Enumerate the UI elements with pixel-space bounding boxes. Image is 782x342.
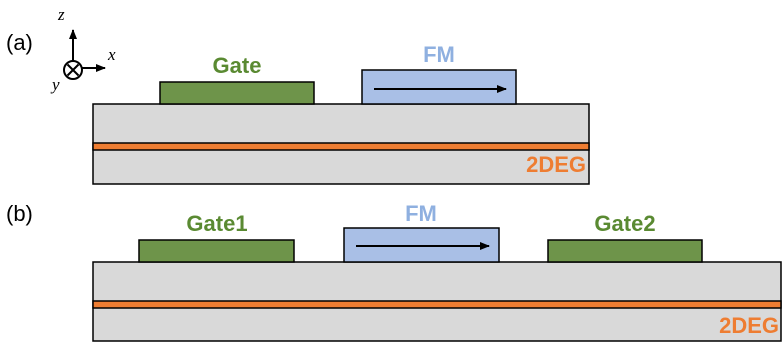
y-axis-label: y xyxy=(50,75,60,94)
z-axis-label: z xyxy=(57,5,65,24)
coordinate-axes: z x y xyxy=(50,5,116,94)
fm-contact-a xyxy=(361,69,517,105)
gate-label-a: Gate xyxy=(213,53,262,78)
panel-a-label: (a) xyxy=(6,30,33,55)
panel-b-label: (b) xyxy=(6,201,33,226)
two-deg-label-b: 2DEG xyxy=(719,313,779,338)
two-deg-label-a: 2DEG xyxy=(526,152,586,177)
two-deg-layer-b xyxy=(92,300,782,309)
gate1-b xyxy=(138,239,295,263)
gate2-label-b: Gate2 xyxy=(594,211,655,236)
gate-a xyxy=(159,81,315,105)
fm-label-a: FM xyxy=(423,42,455,67)
panel-b: (b) 2DEG Gate1 FM Gate2 xyxy=(6,201,782,342)
gate2-b xyxy=(547,239,703,263)
two-deg-layer-a xyxy=(92,142,590,151)
x-axis-label: x xyxy=(107,45,116,64)
panel-a: (a) z x y 2DEG Gate FM xyxy=(6,5,590,185)
fm-label-b: FM xyxy=(405,201,437,226)
gate1-label-b: Gate1 xyxy=(186,211,247,236)
